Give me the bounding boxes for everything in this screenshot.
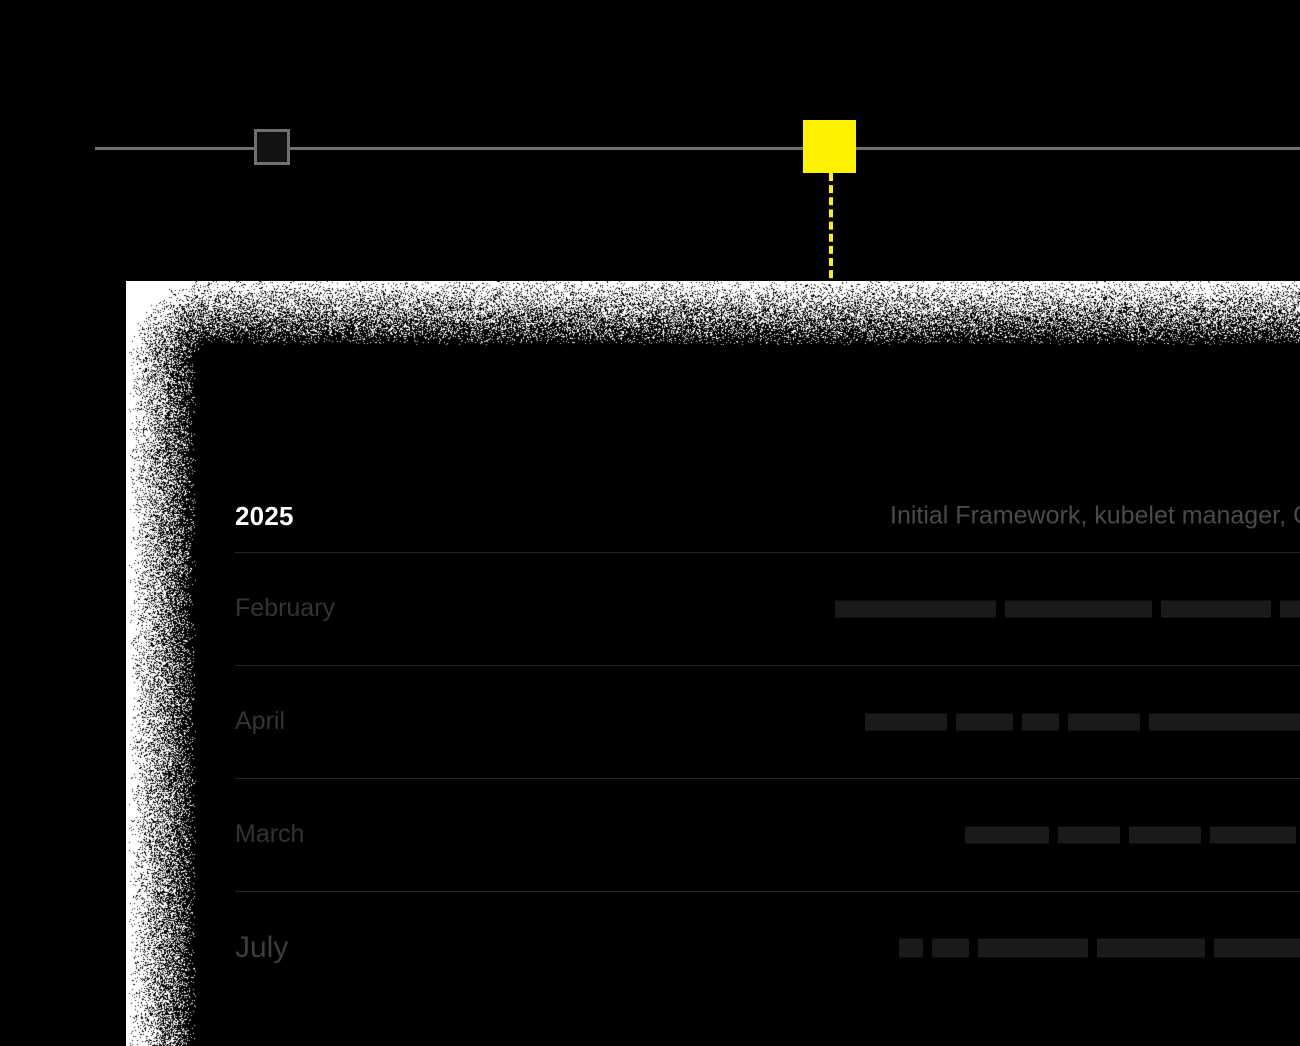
skeleton-bar (978, 938, 1088, 957)
skeleton-bar (1280, 600, 1300, 617)
month-row[interactable]: April (235, 665, 1300, 778)
skeleton-bar (1129, 826, 1201, 843)
skeleton-bar (835, 600, 996, 617)
skeleton-bar-group (899, 938, 1300, 957)
skeleton-bar (956, 713, 1013, 730)
panel-year-summary: Initial Framework, kubelet manager, C (890, 502, 1300, 531)
skeleton-bar (1149, 713, 1300, 730)
month-row[interactable]: March (235, 778, 1300, 891)
skeleton-bar (1210, 826, 1296, 843)
skeleton-bar-group (865, 713, 1300, 730)
month-row[interactable]: July (235, 891, 1300, 1004)
detail-panel: 2025 Initial Framework, kubelet manager,… (196, 345, 1300, 1046)
skeleton-bar (1068, 713, 1140, 730)
month-label: July (235, 931, 288, 965)
skeleton-bar (1161, 600, 1271, 617)
month-row[interactable]: February (235, 552, 1300, 665)
skeleton-bar (932, 938, 969, 957)
skeleton-bar (1005, 600, 1152, 617)
month-label: April (235, 707, 285, 736)
skeleton-bar (1097, 938, 1205, 957)
skeleton-bar (1214, 938, 1300, 957)
timeline-node-previous[interactable] (254, 129, 290, 165)
skeleton-bar-group (835, 600, 1300, 617)
skeleton-bar (865, 713, 947, 730)
skeleton-bar (899, 938, 923, 957)
panel-header-row: 2025 Initial Framework, kubelet manager,… (235, 480, 1300, 552)
skeleton-bar (1022, 713, 1059, 730)
month-label: March (235, 820, 304, 849)
skeleton-bar (965, 826, 1049, 843)
skeleton-bar (1058, 826, 1120, 843)
month-label: February (235, 594, 335, 623)
panel-year-label: 2025 (235, 501, 294, 532)
detail-panel-content: 2025 Initial Framework, kubelet manager,… (235, 345, 1300, 1046)
timeline-node-selected[interactable] (803, 120, 856, 173)
skeleton-bar-group (965, 826, 1300, 843)
